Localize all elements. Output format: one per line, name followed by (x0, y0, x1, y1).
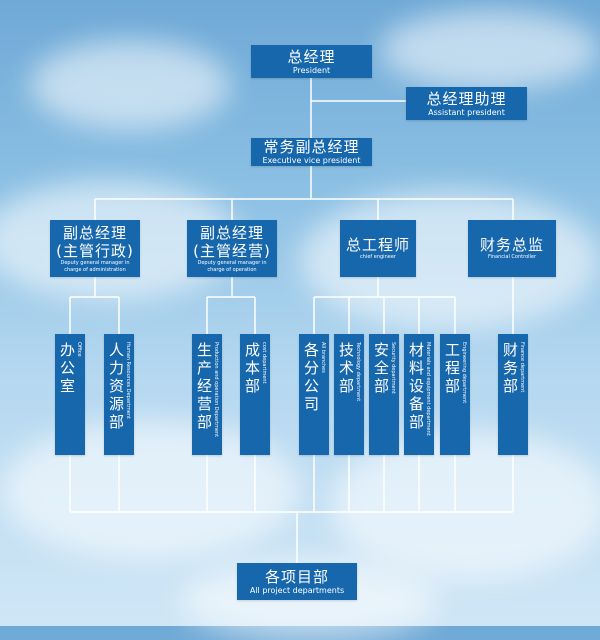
dept-title: 生产经营部 (195, 342, 213, 432)
executive-vp-box: 常务副总经理 Executive vice president (251, 138, 372, 166)
dept-title: 各分公司 (302, 342, 320, 414)
president-title: 总经理 (287, 47, 336, 66)
cloud-decoration (380, 10, 600, 90)
dept-branches-box: 各分公司 All branches (299, 334, 329, 455)
dept-subtitle: Human Resources Department (125, 342, 131, 420)
connector-lines (0, 0, 600, 626)
dept-title: 成本部 (243, 342, 261, 396)
dept-office-box: 办公室 Office (55, 334, 85, 455)
dept-title: 财务部 (501, 342, 519, 396)
manager-title-scope: (主管行政) (56, 242, 134, 260)
executive-vp-subtitle: Executive vice president (262, 156, 361, 165)
dept-finance-box: 财务部 Finance department (498, 334, 528, 455)
dept-subtitle: All branches (320, 342, 326, 373)
assistant-president-box: 总经理助理 Assistant president (406, 87, 527, 120)
dept-subtitle: cost department (261, 342, 267, 384)
manager-subtitle: Deputy general manager in (197, 260, 267, 266)
manager-subtitle: Financial Controller (487, 254, 537, 261)
dept-title: 办公室 (58, 342, 76, 396)
dept-title: 工程部 (443, 342, 461, 396)
cloud-decoration (330, 430, 600, 580)
manager-title: 财务总监 (479, 236, 544, 255)
deputy-gm-admin-box: 副总经理 (主管行政) Deputy general manager in ch… (50, 220, 140, 277)
dept-title: 技术部 (337, 342, 355, 396)
dept-subtitle: Security department (390, 342, 396, 394)
project-departments-title: 各项目部 (264, 567, 329, 586)
dept-subtitle: Technology department (355, 342, 361, 402)
manager-subtitle: Deputy general manager in (60, 260, 130, 266)
dept-subtitle: Engineering department (461, 342, 467, 404)
dept-engineering-box: 工程部 Engineering department (440, 334, 470, 455)
dept-subtitle: Office (76, 342, 82, 357)
executive-vp-title: 常务副总经理 (263, 138, 360, 156)
dept-production-box: 生产经营部 Production and operation Departmen… (192, 334, 222, 455)
project-departments-box: 各项目部 All project departments (237, 563, 357, 600)
dept-technology-box: 技术部 Technology department (334, 334, 364, 455)
manager-subtitle-line2: charge of administration (64, 266, 126, 273)
manager-title: 副总经理 (199, 224, 264, 242)
dept-title: 人力资源部 (107, 342, 125, 432)
chief-engineer-box: 总工程师 chief engineer (340, 220, 416, 277)
dept-title: 材料设备部 (407, 342, 425, 432)
president-box: 总经理 President (251, 45, 372, 78)
dept-cost-box: 成本部 cost department (240, 334, 270, 455)
manager-title: 副总经理 (62, 224, 127, 242)
financial-controller-box: 财务总监 Financial Controller (468, 220, 556, 277)
dept-subtitle: Production and operation Department (213, 342, 219, 438)
president-subtitle: President (292, 65, 331, 75)
dept-materials-box: 材料设备部 Materials and equipment department (404, 334, 434, 455)
dept-subtitle: Materials and equipment department (425, 342, 431, 436)
manager-subtitle-line2: charge of operation (207, 266, 257, 273)
manager-title: 总工程师 (345, 236, 410, 255)
dept-hr-box: 人力资源部 Human Resources Department (104, 334, 134, 455)
manager-subtitle: chief engineer (360, 254, 396, 261)
assistant-president-subtitle: Assistant president (428, 107, 505, 117)
dept-security-box: 安全部 Security department (369, 334, 399, 455)
manager-title-scope: (主管经营) (193, 242, 271, 260)
project-departments-subtitle: All project departments (249, 585, 345, 595)
cloud-decoration (30, 40, 230, 130)
dept-subtitle: Finance department (519, 342, 525, 393)
deputy-gm-operation-box: 副总经理 (主管经营) Deputy general manager in ch… (187, 220, 277, 277)
dept-title: 安全部 (372, 342, 390, 396)
assistant-president-title: 总经理助理 (426, 89, 507, 108)
